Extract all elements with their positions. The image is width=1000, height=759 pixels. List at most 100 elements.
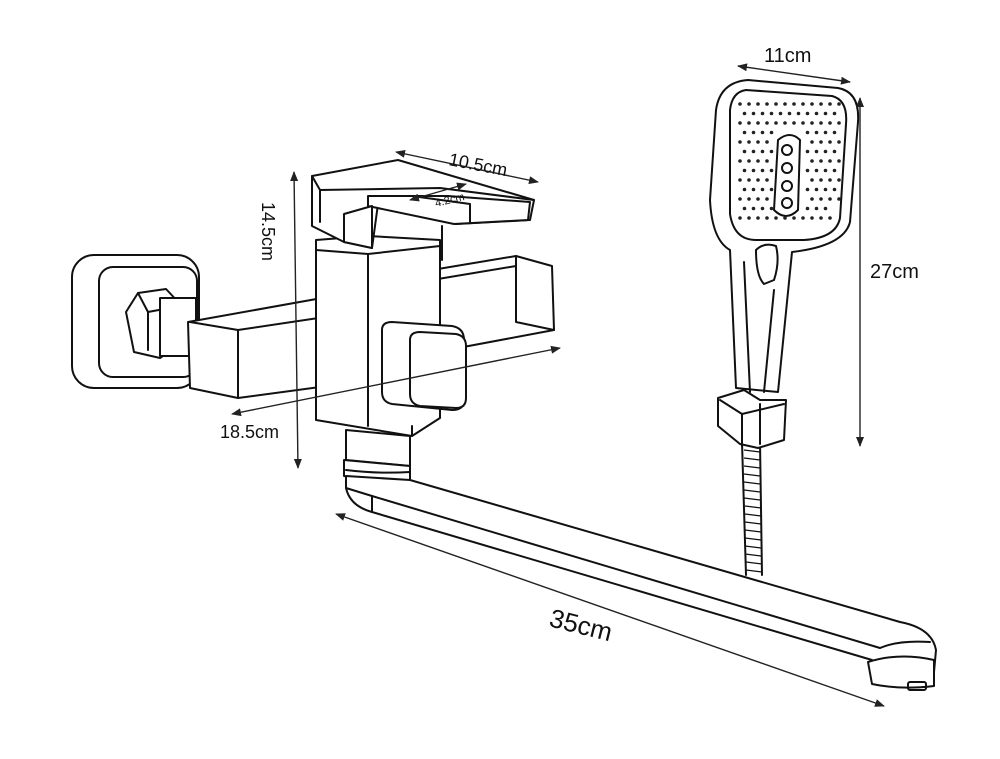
spray-nozzle (837, 178, 841, 182)
spray-nozzle (823, 168, 828, 173)
spray-nozzle (805, 149, 810, 154)
spray-nozzle (837, 197, 841, 201)
spray-nozzle (769, 130, 774, 135)
spray-nozzle (783, 121, 787, 125)
dim-line-4-2 (409, 182, 467, 202)
label-handle-length: 10.5cm (447, 149, 509, 180)
spray-nozzle (823, 206, 828, 211)
spray-nozzle (819, 102, 823, 106)
spray-nozzle (801, 102, 805, 106)
spray-nozzle (783, 102, 787, 106)
spray-nozzle (738, 216, 742, 220)
dim-line-18-5 (231, 345, 561, 417)
spray-nozzle (796, 111, 801, 116)
spray-nozzle (756, 102, 760, 106)
spray-nozzle (756, 159, 760, 163)
spray-nozzle (751, 149, 756, 154)
spray-nozzle (819, 197, 823, 201)
spray-nozzle (792, 102, 796, 106)
spray-nozzle (828, 216, 832, 220)
dim-line-11 (737, 63, 851, 85)
spray-nozzle (756, 197, 760, 201)
spray-nozzle (738, 102, 742, 106)
spray-nozzle (756, 140, 760, 144)
spray-nozzle (774, 121, 778, 125)
spray-nozzle (738, 178, 742, 182)
spray-nozzle (814, 130, 819, 135)
hand-shower (709, 79, 860, 393)
spray-nozzle (828, 140, 832, 144)
spray-nozzle (832, 168, 837, 173)
label-shower-length: 27cm (870, 261, 919, 283)
spray-nozzle (819, 216, 823, 220)
spray-nozzle (823, 130, 828, 135)
spray-nozzle (810, 159, 814, 163)
lever-handle (311, 159, 535, 261)
spray-nozzle (823, 111, 828, 116)
spray-nozzle (828, 197, 832, 201)
spray-nozzle (805, 187, 810, 192)
spray-nozzle (810, 197, 814, 201)
spray-nozzle (792, 121, 796, 125)
spray-nozzle (828, 102, 832, 106)
spray-nozzle (769, 206, 774, 211)
spray-nozzle (765, 216, 769, 220)
spray-nozzles (738, 102, 841, 220)
spray-nozzle (738, 197, 742, 201)
spray-nozzle (837, 121, 841, 125)
dim-line-35 (335, 513, 885, 707)
spray-nozzle (756, 121, 760, 125)
spray-nozzle (823, 149, 828, 154)
spray-nozzle (810, 178, 814, 182)
spray-nozzle (805, 111, 810, 116)
spray-nozzle (765, 159, 769, 163)
spray-nozzle (751, 187, 756, 192)
spray-nozzle (810, 140, 814, 144)
spray-nozzle (832, 111, 837, 116)
spray-nozzle (810, 102, 814, 106)
spray-nozzle (760, 130, 765, 135)
spray-nozzle (823, 187, 828, 192)
spray-nozzle (765, 121, 769, 125)
spray-nozzle (810, 121, 814, 125)
spray-nozzle (774, 216, 778, 220)
spray-nozzle (814, 206, 819, 211)
spray-nozzle (828, 121, 832, 125)
spray-nozzle (778, 111, 783, 116)
spray-nozzle (787, 111, 792, 116)
spray-nozzle (747, 159, 751, 163)
spray-nozzle (814, 187, 819, 192)
spray-nozzle (765, 197, 769, 201)
spray-nozzle (810, 216, 814, 220)
spray-nozzle (742, 206, 747, 211)
spray-nozzle (814, 111, 819, 116)
label-shower-width: 11cm (764, 45, 811, 67)
spray-nozzle (747, 197, 751, 201)
spray-nozzle (738, 121, 742, 125)
spray-nozzle (837, 159, 841, 163)
spray-nozzle (805, 130, 810, 135)
spray-nozzle (765, 140, 769, 144)
spray-nozzle (828, 159, 832, 163)
spray-nozzle (837, 102, 841, 106)
spray-nozzle (765, 178, 769, 182)
spout (345, 475, 937, 691)
spray-nozzle (832, 130, 837, 135)
spray-nozzle (747, 102, 751, 106)
spray-nozzle (738, 140, 742, 144)
spray-nozzle (760, 206, 765, 211)
shower-hose (741, 441, 763, 576)
spray-nozzle (819, 121, 823, 125)
spray-nozzle (742, 111, 747, 116)
spray-nozzle (742, 130, 747, 135)
spray-nozzle (756, 216, 760, 220)
shower-holder (717, 389, 787, 449)
spray-nozzle (769, 187, 774, 192)
spray-nozzle (819, 140, 823, 144)
spray-nozzle (819, 159, 823, 163)
spray-nozzle (765, 102, 769, 106)
spray-nozzle (747, 178, 751, 182)
spray-nozzle (769, 149, 774, 154)
